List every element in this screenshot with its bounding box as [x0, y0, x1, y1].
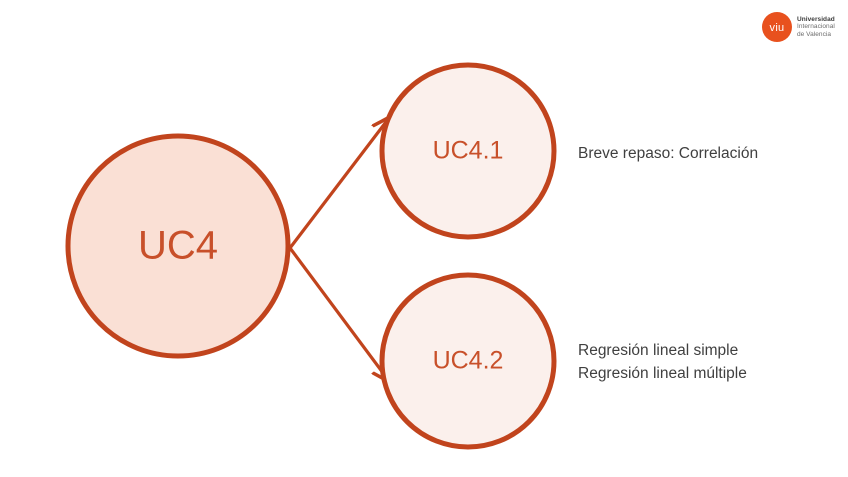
annotation-uc41-line-1: Breve repaso: Correlación: [578, 145, 759, 162]
node-uc4-label: UC4: [138, 224, 218, 268]
viu-logo-line-1: Universidad: [797, 15, 835, 23]
viu-logo-line-3: de Valencia: [797, 30, 832, 38]
viu-logo-wordmark: viu: [769, 21, 785, 34]
viu-logo: viu Universidad Internacional de Valenci…: [762, 11, 842, 43]
connector-uc4-to-uc41: [288, 118, 389, 249]
node-uc41-circle[interactable]: [379, 62, 557, 240]
viu-logo-mark-icon: viu: [762, 12, 792, 42]
annotation-uc42: Regresión lineal simple Regresión lineal…: [578, 339, 747, 386]
node-uc4-circle[interactable]: [65, 133, 291, 359]
node-uc41-label: UC4.1: [433, 137, 504, 165]
annotation-uc42-line-1: Regresión lineal simple: [578, 342, 739, 359]
connector-uc4-to-uc42: [288, 247, 389, 381]
node-uc42-circle[interactable]: [379, 272, 557, 450]
node-uc42-label: UC4.2: [433, 347, 504, 375]
viu-logo-text: Universidad Internacional de Valencia: [797, 16, 835, 39]
viu-logo-line-2: Internacional: [797, 23, 835, 31]
annotation-uc41: Breve repaso: Correlación: [578, 142, 758, 165]
annotation-uc42-line-2: Regresión lineal múltiple: [578, 365, 747, 383]
